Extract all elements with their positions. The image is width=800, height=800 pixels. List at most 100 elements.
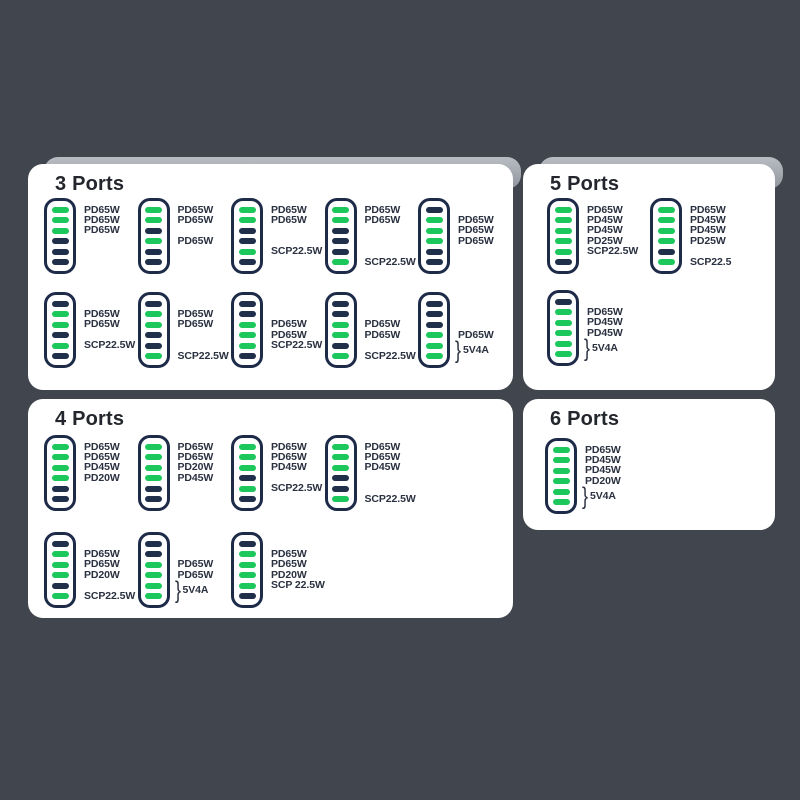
charger-body	[44, 292, 76, 368]
usb-port-bar-active	[145, 464, 162, 471]
usb-port-bar-active	[425, 238, 443, 245]
usb-port-bar-inactive	[145, 342, 162, 349]
usb-port-bar-active	[51, 311, 69, 318]
usb-port-bar-active	[145, 311, 162, 318]
port-power-label: PD65W	[271, 328, 307, 341]
usb-port-bar-inactive	[332, 475, 349, 482]
port-power-label: 5V4A	[592, 342, 618, 354]
usb-port-bar-active	[554, 238, 572, 245]
usb-port-bar-inactive	[145, 495, 162, 502]
usb-port-bar-active	[332, 217, 349, 224]
port-power-label: PD65W	[177, 234, 214, 247]
port-power-label: SCP22.5W	[271, 482, 323, 495]
charger-body	[324, 435, 357, 511]
port-power-label: SCP22.5W	[271, 339, 323, 352]
port-power-label: PD65W	[177, 307, 214, 320]
port-power-label: PD65W	[177, 213, 214, 226]
port-power-label: PD65W	[587, 203, 623, 216]
usb-port-bar-inactive	[51, 495, 69, 502]
charger-body	[137, 532, 170, 608]
usb-port-bar-active	[145, 475, 162, 482]
port-power-label: PD65W	[84, 450, 120, 463]
charger-body	[44, 435, 76, 511]
brace-icon: }	[455, 337, 462, 364]
usb-port-bar-inactive	[238, 238, 256, 245]
usb-port-bar-inactive	[332, 311, 349, 318]
usb-port-bar-inactive	[51, 485, 69, 492]
port-power-label: PD65W	[84, 318, 120, 331]
port-power-label: PD65W	[84, 547, 120, 560]
brace-icon: }	[582, 483, 589, 510]
port-power-label: PD65W	[585, 443, 621, 456]
usb-port-bar-active	[51, 454, 69, 461]
usb-port-bar-active	[145, 321, 162, 328]
port-power-label: 5V4A	[463, 344, 489, 356]
usb-port-bar-inactive	[238, 541, 256, 547]
port-power-label: PD65W	[84, 440, 120, 453]
usb-port-bar-active	[51, 464, 69, 471]
usb-port-bar-active	[657, 217, 675, 224]
usb-port-bar-active	[554, 330, 572, 337]
port-power-label: PD65W	[84, 224, 120, 237]
usb-port-bar-active	[332, 258, 349, 265]
charger-body	[137, 435, 170, 511]
port-power-label: PD25W	[690, 234, 726, 247]
usb-port-bar-inactive	[238, 352, 256, 359]
port-power-label: PD65W	[690, 203, 726, 216]
usb-port-bar-inactive	[51, 301, 69, 307]
usb-port-bar-inactive	[238, 258, 256, 265]
usb-port-bar-inactive	[145, 248, 162, 255]
usb-port-bar-active	[238, 332, 256, 339]
usb-port-bar-active	[145, 572, 162, 579]
port-power-label: PD45W	[585, 453, 621, 466]
port-power-label: 5V4A	[590, 490, 616, 502]
usb-port-bar-active	[51, 561, 69, 568]
usb-port-bar-active	[552, 447, 570, 453]
usb-port-bar-inactive	[145, 301, 162, 307]
usb-port-bar-active	[554, 227, 572, 234]
port-power-label: PD45W	[177, 471, 214, 484]
usb-port-bar-active	[51, 217, 69, 224]
usb-port-bar-active	[238, 582, 256, 589]
charger-body	[650, 198, 682, 274]
usb-port-bar-inactive	[145, 541, 162, 547]
brace-icon: }	[174, 577, 181, 604]
usb-port-bar-inactive	[332, 248, 349, 255]
charger-body	[44, 198, 76, 274]
usb-port-bar-inactive	[238, 301, 256, 307]
usb-port-bar-active	[425, 227, 443, 234]
brace-icon: }	[584, 335, 591, 362]
usb-port-bar-inactive	[238, 311, 256, 318]
usb-port-bar-active	[145, 592, 162, 599]
usb-port-bar-active	[332, 444, 349, 450]
usb-port-bar-active	[145, 352, 162, 359]
usb-port-bar-active	[332, 495, 349, 502]
usb-port-bar-active	[238, 454, 256, 461]
usb-port-bar-active	[238, 561, 256, 568]
port-power-label: SCP22.5W	[84, 589, 136, 602]
usb-port-bar-inactive	[332, 227, 349, 234]
usb-port-bar-active	[552, 467, 570, 474]
port-power-label: PD45W	[587, 213, 623, 226]
usb-port-bar-inactive	[554, 299, 572, 305]
usb-port-bar-active	[657, 207, 675, 213]
usb-port-bar-inactive	[145, 551, 162, 558]
port-power-label: PD65W	[177, 568, 214, 581]
usb-port-bar-inactive	[51, 582, 69, 589]
usb-port-bar-active	[657, 238, 675, 245]
port-power-label: SCP22.5W	[177, 349, 229, 362]
